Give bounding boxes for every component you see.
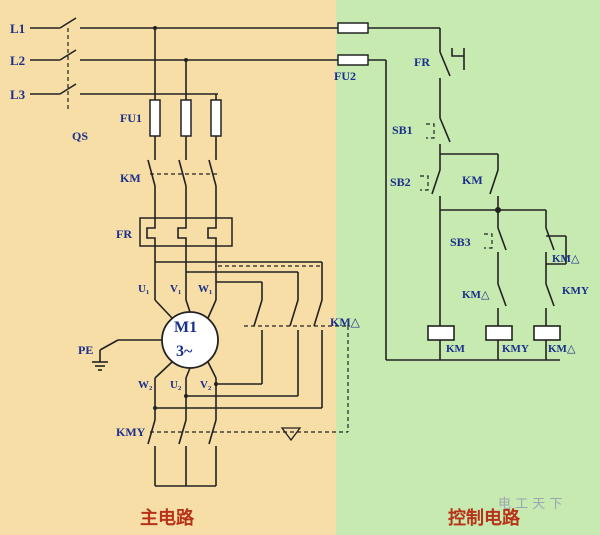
label-v1: V₁ [170,283,181,295]
label-l1: L1 [10,21,25,36]
main-vertical-wires [153,26,217,100]
label-u2: U₂ [170,379,182,391]
label-w2: W₂ [138,379,153,391]
supply-lines [30,17,338,110]
coils [427,325,561,360]
label-l3: L3 [10,87,26,102]
label-qs: QS [72,129,88,143]
km-delta-contacts [155,261,350,408]
watermark-text: 电 工 天 下 [498,497,562,512]
kmy-contacts [147,326,349,487]
control-wiring [385,28,567,361]
label-v2: V₂ [200,379,212,391]
label-fr: FR [116,227,132,241]
control-circuit-panel [336,0,600,535]
coil-label-kmdelta: KM△ [548,343,576,355]
fr-thermal-relay [139,217,233,300]
label-pe: PE [78,343,93,357]
motor-m1 [92,299,219,379]
label-km-delta: KM△ [330,315,361,329]
label-fu2: FU2 [334,69,356,83]
label-km: KM [120,171,141,185]
label-sb3: SB3 [450,235,471,249]
label-kmy-no: KMY [562,285,589,297]
caption-main-circuit: 主电路 [140,507,195,529]
label-u1: U₁ [138,283,149,295]
km-main-contacts [147,159,218,220]
main-circuit-panel [0,0,336,535]
label-kmy: KMY [116,425,146,439]
label-fr-ctrl: FR [414,55,430,69]
motor-lower-wires [153,378,322,420]
label-l2: L2 [10,53,25,68]
fu2-fuses [337,22,440,66]
motor-phase: 3~ [176,343,193,360]
caption-control-circuit: 控制电路 [448,507,521,529]
label-fu1: FU1 [120,111,142,125]
fu1-fuses [149,99,222,160]
label-w1: W₁ [198,283,212,295]
coil-label-km: KM [446,343,466,355]
label-sb1: SB1 [392,123,413,137]
coil-label-kmy: KMY [502,343,529,355]
label-km-aux: KM [462,173,483,187]
label-sb2: SB2 [390,175,411,189]
label-km-delta-nc: KM△ [462,289,490,301]
label-km-delta-no: KM△ [552,253,580,265]
motor-name: M1 [174,319,197,336]
